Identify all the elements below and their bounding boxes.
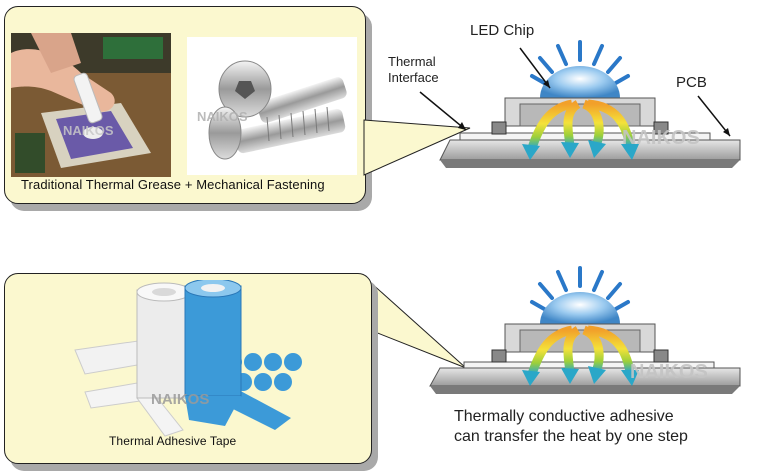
led-dome bbox=[540, 292, 620, 324]
heat-flow-arrows bbox=[522, 99, 639, 160]
description-line2: can transfer the heat by one step bbox=[454, 428, 688, 445]
screws-photo: NAIKOS bbox=[187, 37, 357, 175]
heat-flow-arrows bbox=[522, 325, 639, 386]
light-rays bbox=[530, 40, 630, 86]
bottom-led-diagram: NAIKOS bbox=[429, 266, 741, 394]
thermal-interface-label-line1: Thermal bbox=[388, 54, 436, 69]
screw-left bbox=[491, 121, 507, 135]
led-chip-label: LED Chip bbox=[470, 22, 535, 39]
thermal-interface-layer bbox=[459, 132, 711, 141]
bottom-caption: Thermal Adhesive Tape bbox=[109, 434, 237, 448]
thermal-interface-label-line2: Interface bbox=[388, 70, 439, 85]
light-rays bbox=[530, 266, 630, 312]
watermark-text: NAIKOS bbox=[151, 391, 209, 408]
pad-left bbox=[491, 349, 507, 363]
thermal-grease-photo: NAIKOS bbox=[11, 33, 171, 177]
watermark-text: NAIKOS bbox=[622, 127, 700, 149]
watermark-text: NAIKOS bbox=[197, 109, 248, 124]
top-callout-box: NAIKOS NAIKOS bbox=[4, 6, 366, 204]
description-line1: Thermally conductive adhesive bbox=[454, 408, 674, 425]
led-dome bbox=[540, 66, 620, 98]
bottom-callout-box: NAIKOS Thermal Adhesive Tape bbox=[4, 273, 372, 464]
screw-right bbox=[653, 121, 669, 135]
top-caption: Traditional Thermal Grease + Mechanical … bbox=[21, 177, 325, 192]
pcb-label: PCB bbox=[676, 74, 707, 91]
thermal-tape-photo: NAIKOS bbox=[65, 280, 355, 438]
watermark-text: NAIKOS bbox=[630, 361, 708, 383]
pad-right bbox=[653, 349, 669, 363]
watermark-text: NAIKOS bbox=[63, 123, 114, 138]
top-led-diagram: NAIKOS bbox=[419, 40, 741, 168]
